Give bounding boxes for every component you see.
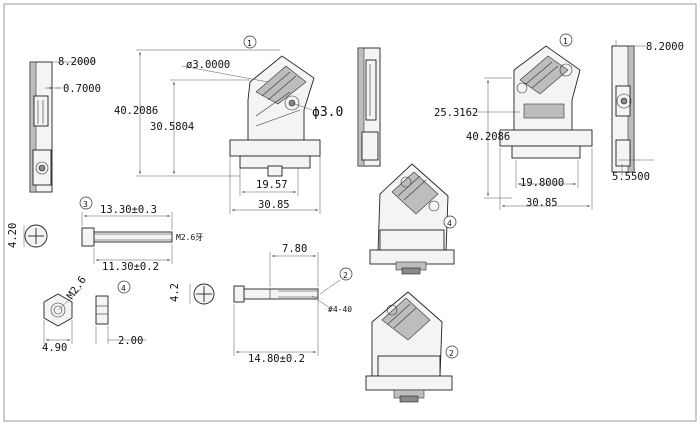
pin-total-length-label: 14.80±0.2: [248, 353, 305, 365]
nut-thickness-label: 2.00: [118, 335, 143, 347]
side-view-width-label: 8.2000: [58, 56, 96, 68]
right-front-view: [476, 45, 593, 210]
right-total-width-label: 30.85: [526, 197, 558, 209]
right-side-offset-label: 5.5500: [612, 171, 650, 183]
front-view: [136, 49, 321, 214]
left-side-view: [29, 61, 96, 193]
pin-head-dia-label: 4.2: [169, 283, 181, 302]
hole-dia-label: ø3.0000: [186, 59, 230, 71]
balloon-1-right-label: 1: [563, 37, 568, 46]
balloon-4-nut: [117, 280, 131, 294]
nut-thread-label: M2.6: [65, 274, 89, 302]
pin-thread-label: #4-40: [328, 305, 352, 314]
iso-view-upper: [369, 163, 455, 275]
screw-thread-label: M2.6牙: [176, 233, 203, 242]
balloon-3: [79, 196, 93, 210]
balloon-3-label: 3: [83, 200, 88, 209]
pin-head-to-slot-label: 7.80: [282, 243, 307, 255]
screw-head-dia-label: 4.20: [7, 223, 19, 248]
balloon-4-iso-label: 4: [447, 219, 452, 228]
right-height-total-label: 40.2086: [466, 131, 510, 143]
base-width-label: 19.57: [256, 179, 288, 191]
balloon-4-nut-label: 4: [121, 284, 126, 293]
screw-thread-length-label: 11.30±0.2: [102, 261, 159, 273]
balloon-1-left: [243, 35, 257, 49]
balloon-1-left-label: 1: [247, 39, 252, 48]
height-body-label: 30.5804: [150, 121, 194, 133]
screw-drawing: [23, 212, 173, 264]
center-side-view: [357, 47, 381, 167]
pin-drawing: [189, 252, 341, 356]
iso-view-lower: [365, 291, 453, 403]
hole-callout-label: ϕ3.0: [312, 105, 343, 120]
right-base-width-label: 19.8000: [520, 177, 564, 189]
right-height-body-label: 25.3162: [434, 107, 478, 119]
nut-across-flats-label: 4.90: [42, 342, 67, 354]
balloon-2-iso-label: 2: [449, 349, 454, 358]
nut-drawing: [43, 287, 146, 344]
right-side-width-label: 8.2000: [646, 41, 684, 53]
right-side-view: [611, 40, 654, 176]
balloon-2-iso: [445, 345, 459, 359]
balloon-2-pin: [339, 267, 353, 281]
side-view-offset-label: 0.7000: [63, 83, 101, 95]
balloon-4-iso: [443, 215, 457, 229]
balloon-2-pin-label: 2: [343, 271, 348, 280]
total-width-label: 30.85: [258, 199, 290, 211]
balloon-1-right: [559, 33, 573, 47]
height-total-label: 40.2086: [114, 105, 158, 117]
screw-length-label: 13.30±0.3: [100, 204, 157, 216]
sheet-border: [3, 3, 697, 422]
